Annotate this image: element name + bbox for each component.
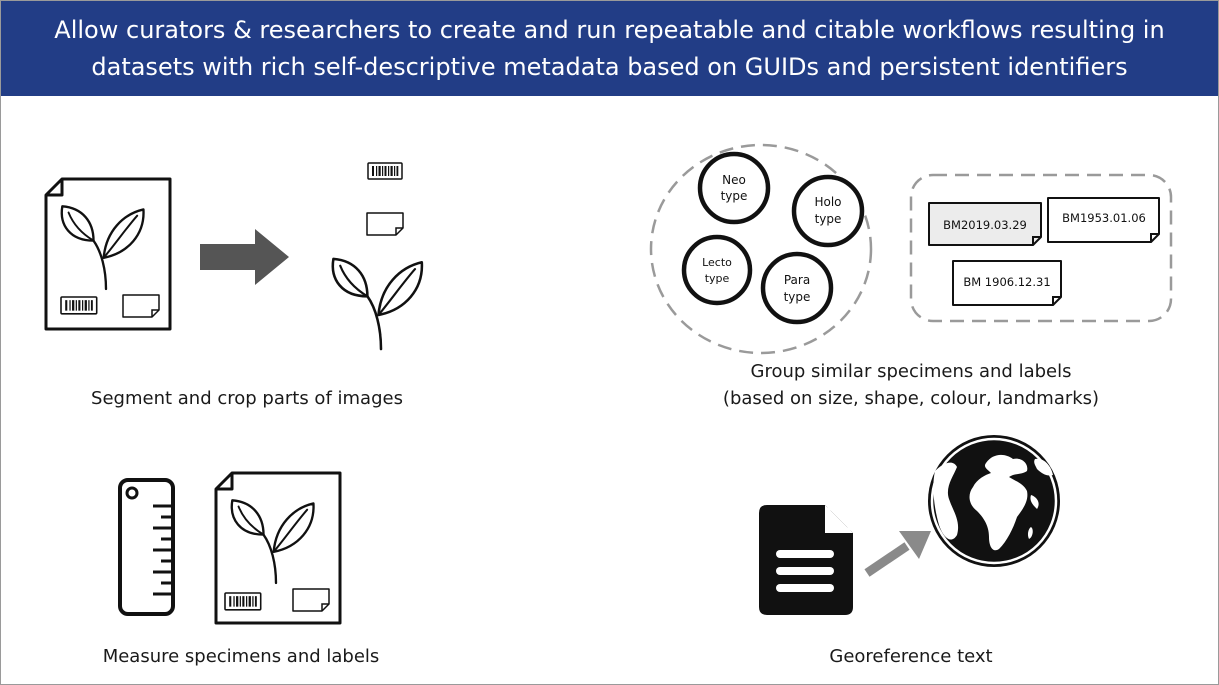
document-icon (759, 505, 853, 615)
georeference-caption: Georeference text (829, 646, 993, 667)
type-circle-label-line1: Lecto (702, 256, 732, 269)
plant-icon (331, 257, 424, 351)
type-circle-lecto: Lecto type (681, 234, 753, 306)
measure-caption: Measure specimens and labels (102, 646, 380, 667)
herbarium-sheet-icon (44, 177, 172, 331)
type-circle-label-line1: Para (784, 273, 810, 287)
type-circle-label-line2: type (721, 189, 748, 203)
type-circle-label-line1: Neo (722, 173, 746, 187)
group-panel: Neo type Holo type Lecto type Para type (649, 143, 1173, 355)
globe-icon (928, 435, 1060, 567)
measure-panel (118, 471, 342, 625)
type-circle-label-line2: type (784, 290, 811, 304)
type-group-boundary (649, 143, 873, 355)
group-caption-line2: (based on size, shape, colour, landmarks… (722, 388, 1100, 409)
arrow-diagonal-icon (864, 531, 931, 577)
specimen-label-text: BM2019.03.29 (943, 218, 1027, 232)
specimen-label-card: BM2019.03.29 (928, 202, 1042, 246)
arrow-right-icon (200, 229, 289, 285)
herbarium-sheet-icon (214, 471, 342, 625)
segment-panel (44, 162, 424, 351)
specimen-label-text: BM 1906.12.31 (963, 275, 1050, 289)
header-banner: Allow curators & researchers to create a… (1, 1, 1218, 96)
segment-caption: Segment and crop parts of images (91, 388, 403, 409)
type-circle-para: Para type (760, 251, 834, 325)
page-title: Allow curators & researchers to create a… (54, 15, 1165, 81)
specimen-label-text: BM1953.01.06 (1062, 211, 1146, 225)
specimen-label-card: BM 1906.12.31 (952, 260, 1062, 306)
type-circle-label-line1: Holo (814, 195, 841, 209)
label-group-boundary (909, 173, 1173, 323)
specimen-label-card: BM1953.01.06 (1047, 197, 1160, 243)
ruler-icon (118, 478, 175, 616)
type-circle-label-line2: type (815, 212, 842, 226)
georeference-panel (759, 435, 1060, 615)
type-circle-neo: Neo type (697, 151, 771, 225)
barcode-icon (367, 162, 403, 180)
type-circle-holo: Holo type (791, 174, 865, 248)
label-icon (366, 212, 404, 236)
group-caption-line1: Group similar specimens and labels (750, 361, 1072, 382)
type-circle-label-line2: type (705, 272, 730, 285)
